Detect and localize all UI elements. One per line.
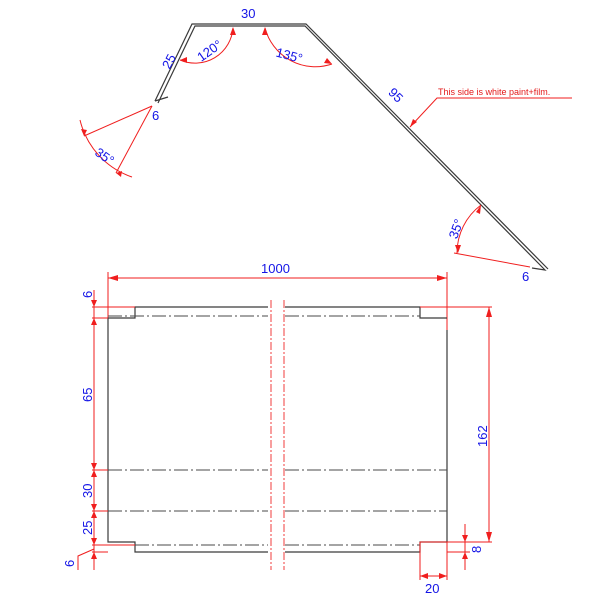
dim-notch-20: 20 bbox=[419, 542, 448, 596]
paint-note: This side is white paint+film. bbox=[409, 87, 572, 128]
dim-left-6-bottom: 6 bbox=[62, 560, 77, 567]
dim-left-65: 65 bbox=[80, 388, 95, 402]
angle-135: 135° bbox=[262, 27, 333, 68]
dim-height-162: 162 bbox=[447, 307, 492, 543]
dim-left-25: 25 bbox=[80, 521, 95, 535]
dim-left-leg-25: 25 bbox=[159, 51, 179, 71]
dim-notch-20-label: 20 bbox=[425, 581, 439, 596]
dim-width-1000: 1000 bbox=[107, 261, 448, 560]
angle-35-right: 35° bbox=[446, 204, 531, 268]
dim-height-label: 162 bbox=[475, 425, 490, 447]
dim-left-hem-6: 6 bbox=[152, 108, 159, 123]
bend-lines bbox=[108, 315, 447, 546]
dim-left-6-top: 6 bbox=[80, 291, 95, 298]
dim-top-30: 30 bbox=[241, 6, 255, 21]
angle-35-left-label: 35° bbox=[92, 144, 117, 168]
paint-note-text: This side is white paint+film. bbox=[438, 87, 550, 97]
angle-35-right-label: 35° bbox=[446, 217, 467, 241]
dim-notch-8-label: 8 bbox=[469, 546, 484, 553]
dim-left-30: 30 bbox=[80, 484, 95, 498]
left-dims: 6 65 30 25 6 bbox=[62, 290, 135, 570]
angle-35-left: 35° bbox=[79, 105, 153, 178]
angle-135-label: 135° bbox=[274, 45, 304, 66]
profile-view: 30 25 120° 135° 6 35° 95 bbox=[79, 6, 572, 284]
plan-view: 1000 bbox=[62, 261, 492, 596]
profile-outline bbox=[154, 23, 549, 271]
dim-right-hem-6: 6 bbox=[522, 269, 529, 284]
break-lines bbox=[270, 300, 285, 570]
plan-outline bbox=[107, 306, 448, 553]
dim-width-label: 1000 bbox=[261, 261, 290, 276]
dim-notch-8: 8 bbox=[420, 524, 484, 570]
dim-right-leg-95: 95 bbox=[385, 85, 406, 106]
